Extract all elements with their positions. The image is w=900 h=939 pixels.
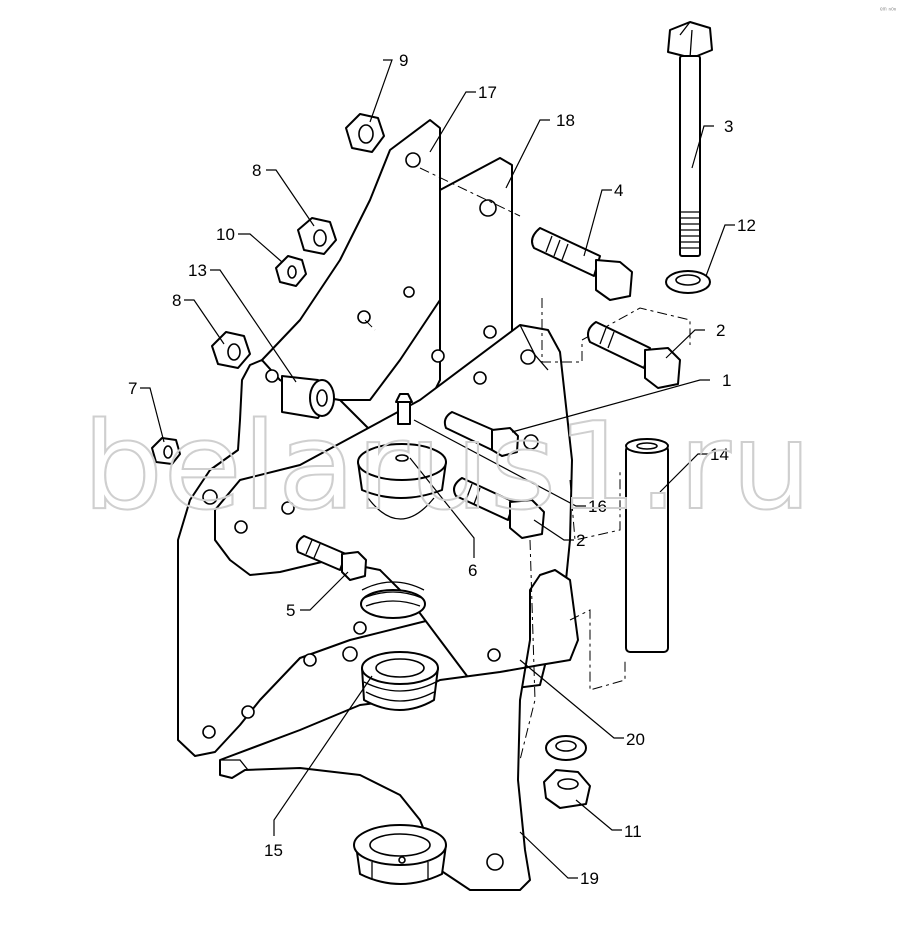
bolt-2-lower bbox=[453, 477, 545, 539]
label-11: 11 bbox=[624, 822, 642, 841]
hole bbox=[241, 705, 255, 719]
hole bbox=[479, 199, 497, 217]
label-17: 17 bbox=[478, 83, 497, 102]
hole bbox=[234, 520, 248, 534]
hole bbox=[520, 349, 536, 365]
bolt-2-upper bbox=[587, 321, 681, 389]
watermark: belarus1.ru bbox=[82, 398, 812, 537]
label-18: 18 bbox=[556, 111, 575, 130]
label-19: 19 bbox=[580, 869, 599, 888]
label-20: 20 bbox=[626, 730, 645, 749]
hole bbox=[342, 646, 358, 662]
label-5: 5 bbox=[286, 601, 295, 620]
label-14: 14 bbox=[710, 445, 729, 464]
hole bbox=[265, 369, 279, 383]
hole bbox=[486, 853, 504, 871]
label-6: 6 bbox=[468, 561, 477, 580]
bushing-6 bbox=[357, 443, 447, 520]
label-4: 4 bbox=[614, 181, 623, 200]
bolt-1 bbox=[443, 411, 519, 457]
long-bolt-3 bbox=[667, 21, 713, 257]
callout-labels: 9 17 18 3 4 12 8 10 13 8 2 1 7 14 16 6 2… bbox=[128, 51, 756, 888]
hole bbox=[281, 501, 295, 515]
label-2a: 2 bbox=[716, 321, 725, 340]
nut-10 bbox=[275, 255, 307, 287]
pin-13 bbox=[281, 375, 335, 419]
corner-mark: ᵉᵐ ⁿᵒⁿ bbox=[880, 7, 897, 14]
construction-lines bbox=[364, 167, 691, 761]
leader-lines bbox=[140, 59, 735, 879]
label-2b: 2 bbox=[576, 531, 585, 550]
hole bbox=[523, 434, 539, 450]
hole bbox=[473, 371, 487, 385]
nut-8-lower bbox=[211, 331, 251, 369]
label-3: 3 bbox=[724, 117, 733, 136]
hole bbox=[357, 310, 371, 324]
nut-11 bbox=[543, 769, 591, 809]
label-9: 9 bbox=[399, 51, 408, 70]
grease-fitting-16 bbox=[395, 393, 413, 425]
hole bbox=[353, 621, 367, 635]
nut-8-upper bbox=[297, 217, 337, 255]
label-8a: 8 bbox=[252, 161, 261, 180]
hole bbox=[487, 648, 501, 662]
lock-washer-12 bbox=[665, 270, 711, 294]
label-16: 16 bbox=[588, 497, 607, 516]
hole bbox=[303, 653, 317, 667]
bolt-5 bbox=[295, 535, 367, 581]
spacer-tube-14 bbox=[625, 438, 669, 653]
bushing-15 bbox=[361, 651, 439, 711]
nut-9 bbox=[345, 113, 385, 153]
label-1: 1 bbox=[722, 371, 731, 390]
mounting-plate-20 bbox=[202, 324, 573, 691]
label-15: 15 bbox=[264, 841, 283, 860]
hole bbox=[202, 489, 218, 505]
lower-bracket-19 bbox=[219, 569, 579, 891]
label-8b: 8 bbox=[172, 291, 181, 310]
nut-7 bbox=[151, 437, 181, 465]
hole bbox=[403, 286, 415, 298]
bushing-upper-ring bbox=[360, 581, 426, 619]
label-12: 12 bbox=[737, 216, 756, 235]
hole bbox=[202, 725, 216, 739]
label-10: 10 bbox=[216, 225, 235, 244]
label-7: 7 bbox=[128, 379, 137, 398]
slotted-nut bbox=[353, 824, 447, 885]
hole bbox=[483, 325, 497, 339]
hole bbox=[431, 349, 445, 363]
washer bbox=[545, 735, 587, 761]
label-13: 13 bbox=[188, 261, 207, 280]
bolt-4 bbox=[531, 227, 633, 301]
hole bbox=[405, 152, 421, 168]
